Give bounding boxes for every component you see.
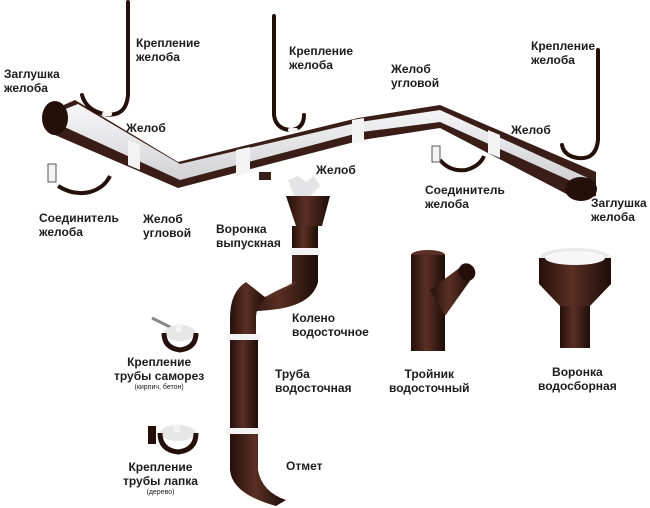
label-outlet-funnel: Воронка выпускная	[216, 222, 281, 250]
label-bracket-2: Крепление желоба	[289, 44, 353, 72]
label-line: Тройник	[404, 367, 454, 381]
pipe-clamp-screw-shape	[151, 316, 199, 353]
elbow-shape	[246, 255, 318, 312]
label-line: Труба	[275, 367, 310, 381]
label-line: трубы саморез	[114, 369, 205, 383]
gutter-run	[42, 100, 597, 201]
label-line: Крепление	[289, 44, 354, 58]
label-connector-right: Соединитель желоба	[425, 183, 505, 211]
label-line: желоба	[531, 53, 575, 67]
gutter-band	[236, 147, 250, 176]
connector-left-shape	[47, 163, 112, 196]
label-line: Соединитель	[39, 211, 119, 225]
downpipe-shape	[230, 340, 258, 432]
label-line: Желоб	[511, 123, 551, 137]
label-outlet: Отмет	[286, 459, 322, 473]
outlet-funnel-top	[288, 176, 320, 196]
hook-1	[80, 0, 130, 117]
label-corner-bottom: Желоб угловой	[143, 212, 191, 240]
label-line: трубы лапка	[123, 474, 198, 488]
label-line: желоба	[425, 197, 469, 211]
label-collector-funnel: Воронка водосборная	[538, 365, 617, 393]
label-line: Желоб	[391, 62, 431, 76]
gutter-band	[488, 130, 500, 158]
gutter-band	[352, 118, 364, 144]
label-line: желоба	[4, 81, 48, 95]
outlet-shoe	[230, 434, 286, 506]
gutter-hooks	[80, 0, 600, 161]
label-line: водосточное	[292, 325, 369, 339]
label-line: Отмет	[286, 459, 323, 473]
hook-3	[560, 48, 600, 161]
label-bracket-1: Крепление желоба	[136, 36, 200, 64]
pipe-clamp-paw-shape	[148, 424, 199, 455]
label-line: Воронка	[216, 222, 267, 236]
label-line: Соединитель	[425, 183, 505, 197]
label-end-cap-left: Заглушка желоба	[4, 67, 60, 95]
label-end-cap-right: Заглушка желоба	[591, 196, 647, 224]
label-bracket-3: Крепление желоба	[531, 39, 595, 67]
label-line: Заглушка	[591, 196, 647, 210]
label-line: Крепление	[136, 36, 201, 50]
label-line: Крепление	[127, 355, 192, 369]
label-line: Крепление	[128, 460, 193, 474]
label-line: Заглушка	[4, 67, 60, 81]
label-note: (кирпич, бетон)	[134, 384, 184, 391]
end-cap-right-shape	[565, 177, 597, 201]
label-line: желоба	[39, 225, 83, 239]
label-line: Желоб	[143, 212, 183, 226]
label-tee: Тройник водосточный	[389, 367, 469, 395]
label-pipe-clamp-screw: Крепление трубы саморез (кирпич, бетон)	[114, 355, 204, 392]
outlet-funnel-neck	[292, 226, 318, 250]
label-connector-left: Соединитель желоба	[39, 211, 119, 239]
label-line: угловой	[391, 76, 440, 90]
gutter-trough	[58, 104, 588, 186]
label-pipe: Труба водосточная	[275, 367, 352, 395]
connector-right-shape	[431, 145, 486, 173]
label-pipe-clamp-paw: Крепление трубы лапка (дерево)	[123, 460, 198, 497]
outlet-funnel-cone	[286, 196, 330, 226]
label-line: Колено	[292, 311, 336, 325]
gutter-band	[128, 140, 140, 170]
gutter-outlet-stub	[259, 172, 271, 180]
label-line: угловой	[143, 226, 192, 240]
label-corner-top: Желоб угловой	[391, 62, 439, 90]
label-line: водосборная	[538, 379, 617, 393]
label-line: желоба	[289, 58, 333, 72]
downpipe-assembly	[226, 176, 330, 506]
tee-shape	[411, 250, 476, 351]
label-gutter-left: Желоб	[126, 121, 166, 135]
label-note: (дерево)	[146, 489, 175, 496]
label-elbow: Колено водосточное	[292, 311, 369, 339]
label-line: желоба	[591, 210, 635, 224]
label-gutter-right: Желоб	[511, 123, 551, 137]
elbow-lower	[230, 282, 266, 336]
label-line: Крепление	[531, 39, 596, 53]
label-line: желоба	[136, 50, 180, 64]
hook-2	[272, 14, 306, 133]
label-gutter-mid: Желоб	[316, 163, 356, 177]
label-line: водосточная	[275, 381, 352, 395]
label-line: Желоб	[316, 163, 356, 177]
label-line: Воронка	[552, 365, 603, 379]
end-cap-left-shape	[42, 101, 68, 135]
label-line: выпускная	[216, 236, 281, 250]
collector-funnel-shape	[539, 248, 611, 348]
label-line: водосточный	[389, 381, 470, 395]
label-line: Желоб	[126, 121, 166, 135]
